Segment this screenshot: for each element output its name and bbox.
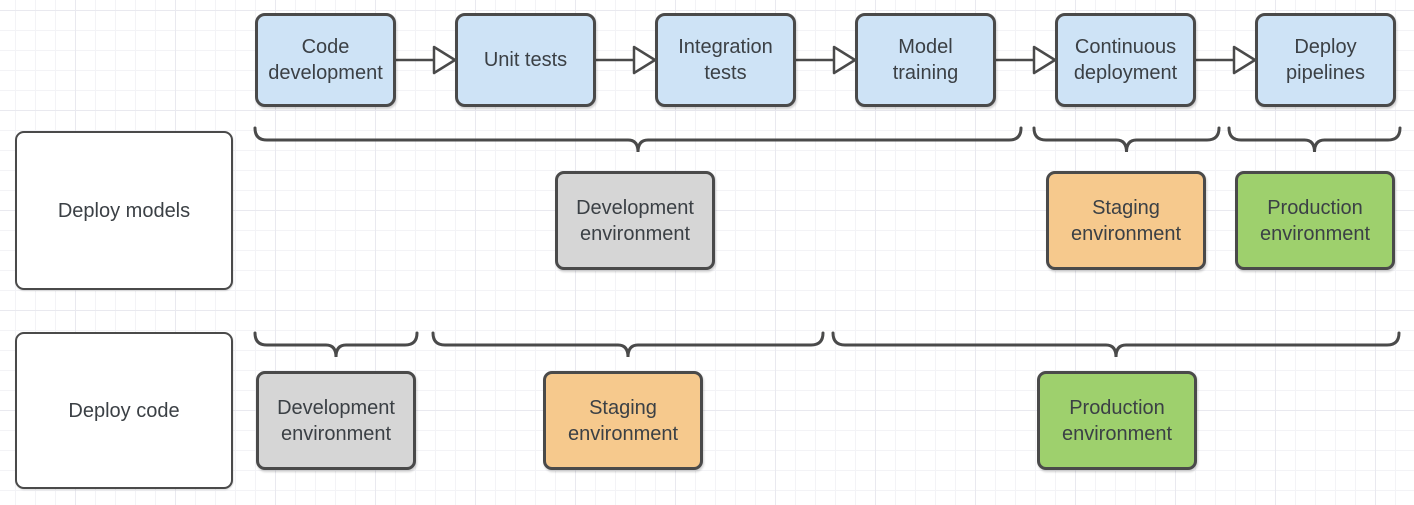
node-label: Staging environment xyxy=(1070,196,1182,245)
brace-code-development-env[interactable] xyxy=(253,331,419,358)
flow-arrow[interactable] xyxy=(396,45,457,75)
arrowhead-icon xyxy=(832,45,857,75)
brace-models-development-env[interactable] xyxy=(253,126,1023,153)
row-label-text: Deploy code xyxy=(68,399,180,422)
row-label-deploy-code[interactable]: Deploy code xyxy=(15,332,233,489)
flow-arrow[interactable] xyxy=(596,45,657,75)
node-models-production-env[interactable]: Production environment xyxy=(1235,171,1395,270)
node-label: Development environment xyxy=(277,396,395,445)
node-models-development-env[interactable]: Development environment xyxy=(555,171,715,270)
brace-code-production-env[interactable] xyxy=(831,331,1401,358)
node-label: Development environment xyxy=(576,196,694,245)
flow-arrow[interactable] xyxy=(1196,45,1257,75)
arrowhead-icon xyxy=(632,45,657,75)
node-stage-deploy-pipelines[interactable]: Deploy pipelines xyxy=(1255,13,1396,107)
row-label-text: Deploy models xyxy=(57,199,191,222)
node-label: Continuous deployment xyxy=(1073,36,1178,84)
node-code-production-env[interactable]: Production environment xyxy=(1037,371,1197,470)
node-label: Code development xyxy=(268,36,383,84)
flow-arrow[interactable] xyxy=(996,45,1057,75)
node-stage-continuous-deployment[interactable]: Continuous deployment xyxy=(1055,13,1196,107)
node-label: Production environment xyxy=(1259,196,1371,245)
node-stage-code-development[interactable]: Code development xyxy=(255,13,396,107)
node-label: Deploy pipelines xyxy=(1286,36,1365,84)
node-label: Staging environment xyxy=(567,396,679,445)
node-label: Production environment xyxy=(1061,396,1173,445)
node-label: Integration tests xyxy=(678,36,773,84)
arrowhead-icon xyxy=(1232,45,1257,75)
node-stage-unit-tests[interactable]: Unit tests xyxy=(455,13,596,107)
node-models-staging-env[interactable]: Staging environment xyxy=(1046,171,1206,270)
arrowhead-icon xyxy=(1032,45,1057,75)
node-code-staging-env[interactable]: Staging environment xyxy=(543,371,703,470)
node-stage-model-training[interactable]: Model training xyxy=(855,13,996,107)
node-code-development-env[interactable]: Development environment xyxy=(256,371,416,470)
node-stage-integration-tests[interactable]: Integration tests xyxy=(655,13,796,107)
brace-models-staging-env[interactable] xyxy=(1032,126,1221,153)
brace-models-production-env[interactable] xyxy=(1227,126,1402,153)
node-label: Model training xyxy=(892,36,959,84)
row-label-deploy-models[interactable]: Deploy models xyxy=(15,131,233,290)
arrowhead-icon xyxy=(432,45,457,75)
node-label: Unit tests xyxy=(483,49,568,71)
flow-arrow[interactable] xyxy=(796,45,857,75)
brace-code-staging-env[interactable] xyxy=(431,331,825,358)
